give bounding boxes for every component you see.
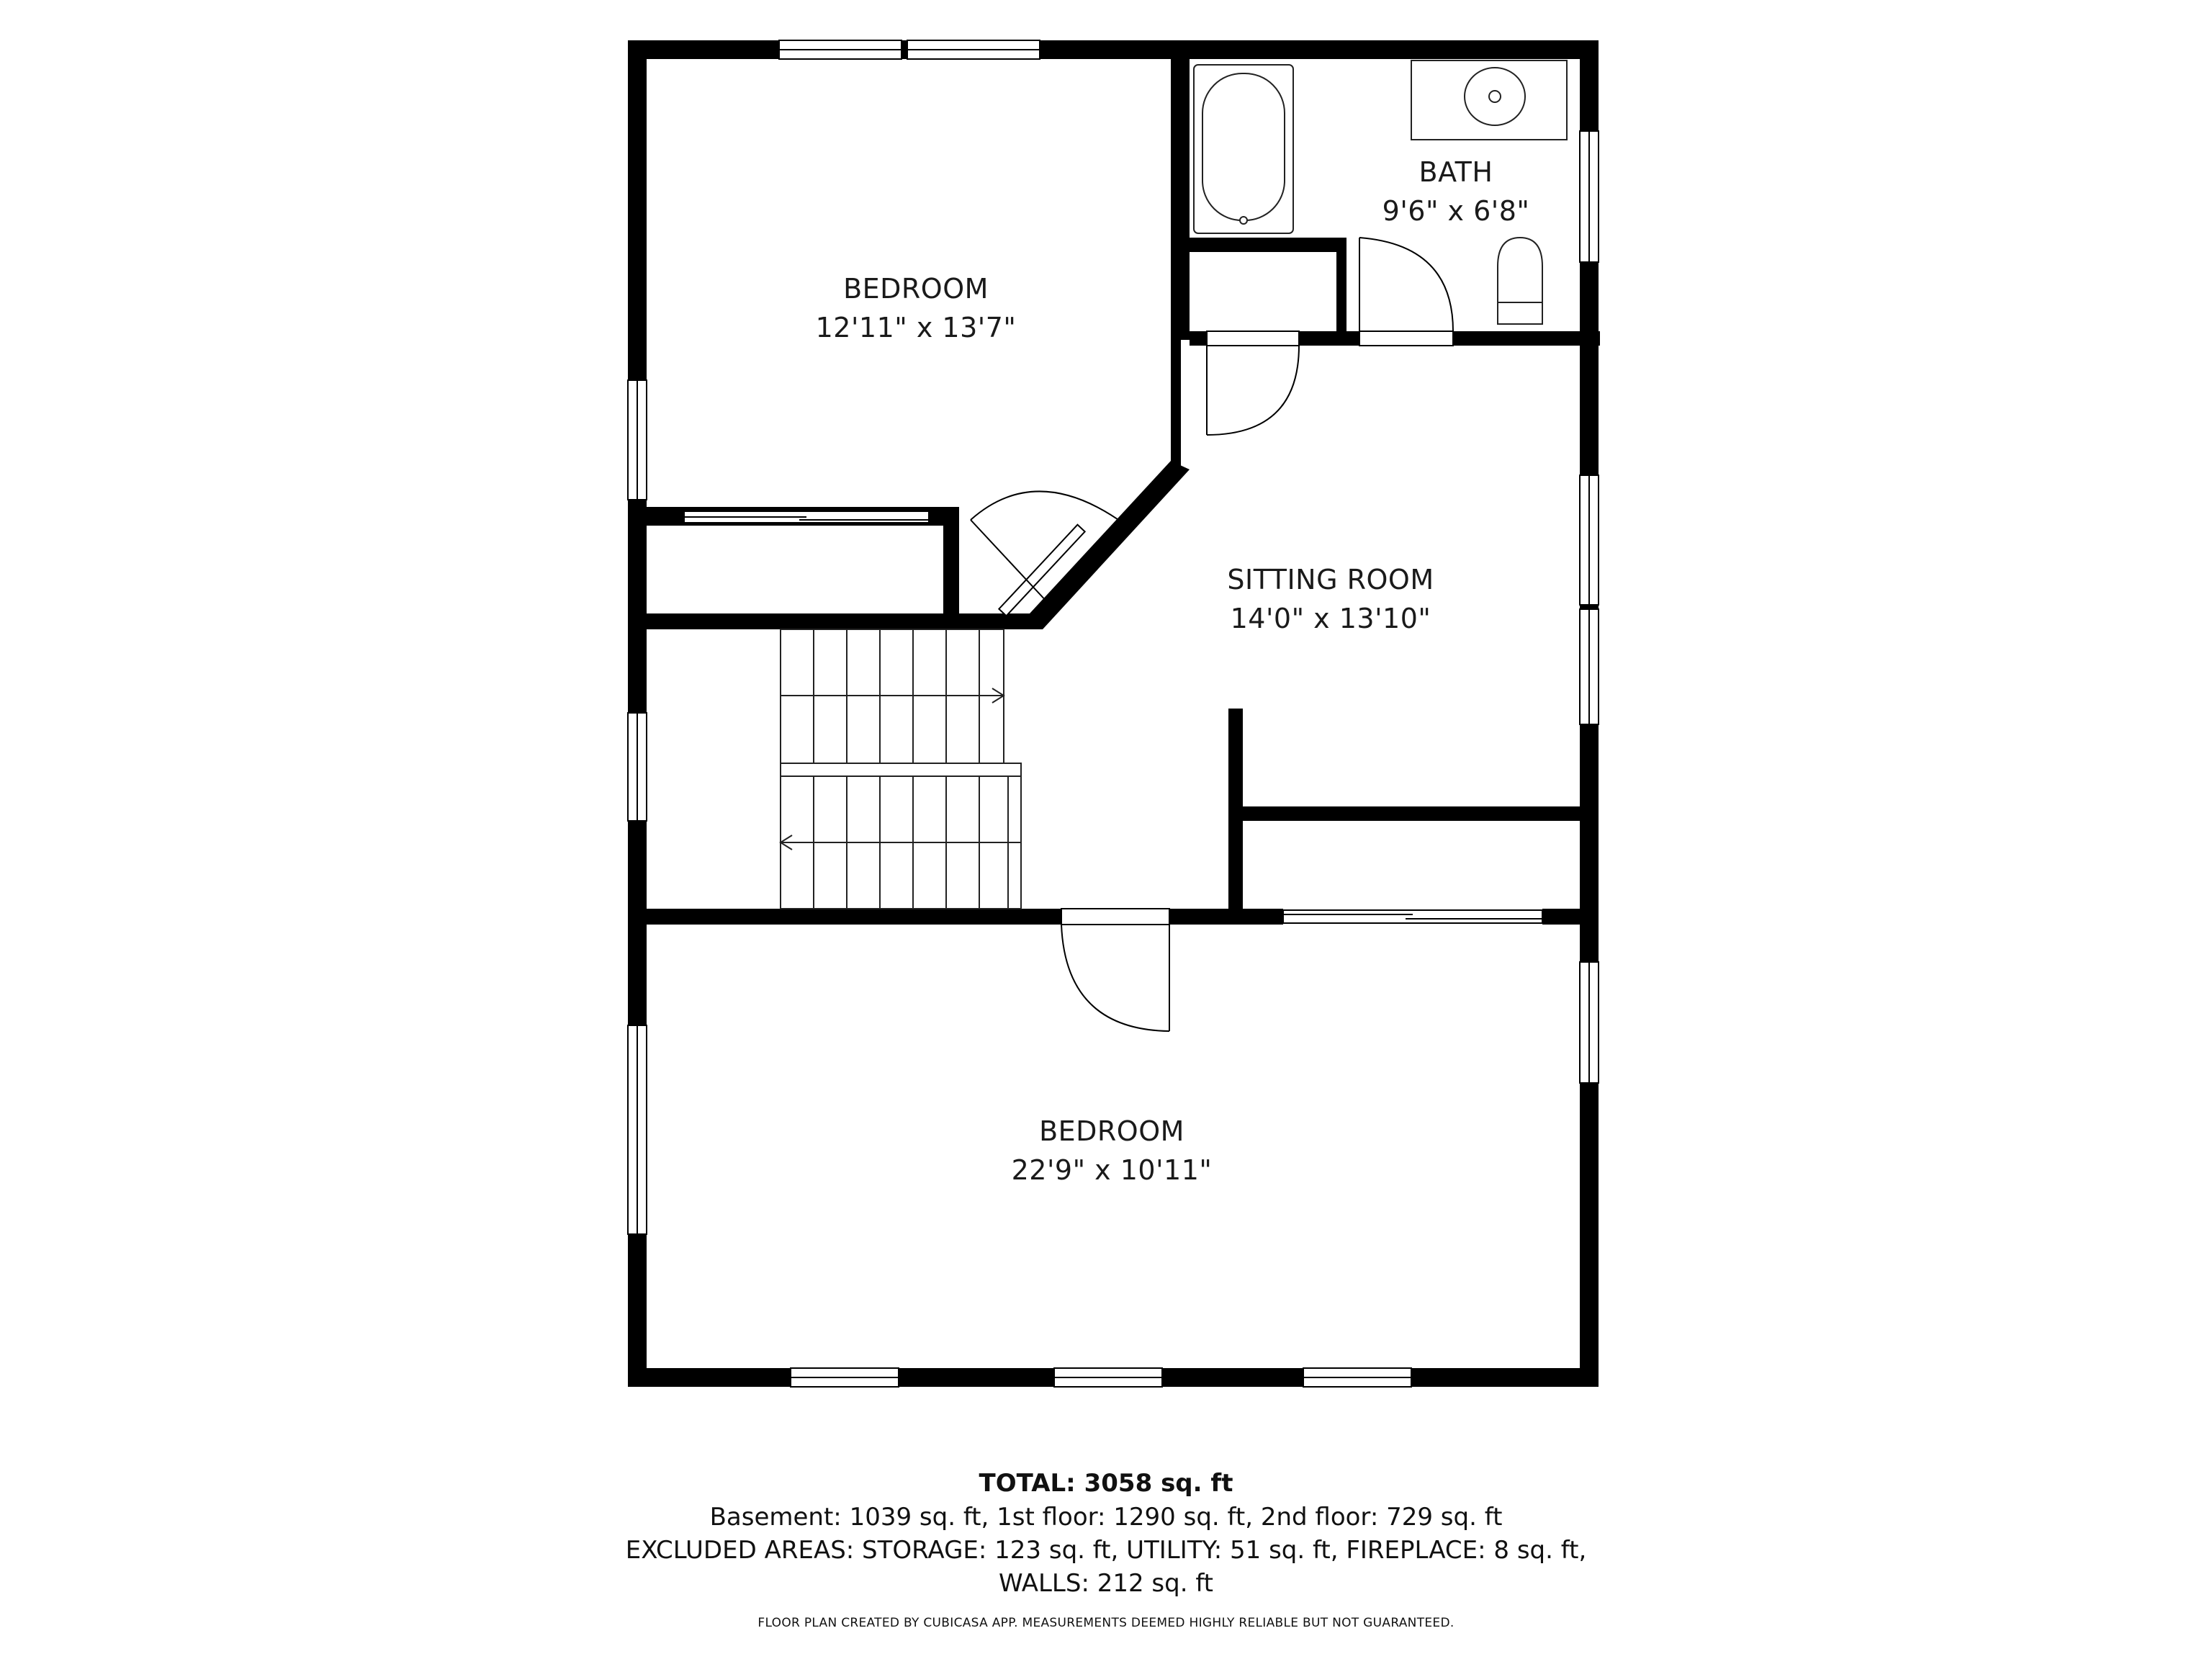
- room-label-bath: BATH: [1419, 156, 1493, 188]
- wall-bath-west: [1179, 59, 1190, 340]
- wall-north: [628, 40, 1599, 59]
- room-dims-bath: 9'6" x 6'8": [1382, 195, 1530, 227]
- summary-excluded: EXCLUDED AREAS: STORAGE: 123 sq. ft, UTI…: [625, 1536, 1587, 1565]
- summary-floors: Basement: 1039 sq. ft, 1st floor: 1290 s…: [709, 1503, 1503, 1532]
- wall-closet-top: [1190, 238, 1345, 252]
- door-leaf: [1359, 331, 1454, 346]
- wall-landing-north: [628, 613, 1031, 629]
- windows: [627, 40, 1599, 1388]
- room-dims-sitting-room: 14'0" x 13'10": [1231, 603, 1431, 634]
- door-leaf: [1206, 331, 1300, 346]
- stairs-landing-rail: [780, 763, 1022, 777]
- door-swing-arc: [1206, 345, 1300, 436]
- bath-fixtures: [1193, 60, 1568, 325]
- door-leaf: [997, 523, 1087, 617]
- stairs: [779, 629, 1022, 909]
- stairs-down-arrow: [779, 835, 793, 850]
- door-swing-arc: [970, 490, 1125, 525]
- toilet-tank: [1497, 302, 1543, 325]
- sliding-doors: [683, 511, 1543, 924]
- wall-closet-left-east: [943, 507, 959, 619]
- bathtub-basin: [1202, 73, 1285, 221]
- door-leaf: [1061, 908, 1170, 925]
- wall-sitting-partition: [1228, 709, 1243, 925]
- door-swing-arc: [1359, 237, 1454, 332]
- room-label-sitting-room: SITTING ROOM: [1227, 564, 1434, 595]
- wall-storage-top: [1243, 806, 1599, 821]
- room-dims-bedroom-bottom: 22'9" x 10'11": [1012, 1154, 1213, 1186]
- disclaimer: FLOOR PLAN CREATED BY CUBICASA APP. MEAS…: [757, 1616, 1455, 1630]
- bathtub-drain: [1239, 216, 1248, 225]
- sink-drain: [1488, 90, 1501, 103]
- wall-bedroom-east: [1171, 59, 1181, 469]
- toilet-bowl: [1497, 236, 1543, 303]
- stairs-up-arrow: [992, 688, 1005, 703]
- doors: [970, 237, 1454, 1032]
- room-dims-bedroom-top: 12'11" x 13'7": [816, 312, 1017, 343]
- sliding-door: [1282, 909, 1543, 924]
- wall-diagonal: [1022, 461, 1190, 629]
- wall-closet-east: [1336, 238, 1346, 346]
- room-label-bedroom-top: BEDROOM: [843, 273, 989, 305]
- summary-total: TOTAL: 3058 sq. ft: [979, 1469, 1233, 1498]
- wall-bottom-bedroom-north-right: [1542, 909, 1599, 925]
- wall-stairs-south: [628, 909, 1283, 925]
- stairs-lower-flight: [780, 763, 1022, 909]
- room-label-bedroom-bottom: BEDROOM: [1039, 1115, 1184, 1147]
- door-swing-arc: [1061, 924, 1170, 1032]
- summary-walls: WALLS: 212 sq. ft: [998, 1569, 1214, 1598]
